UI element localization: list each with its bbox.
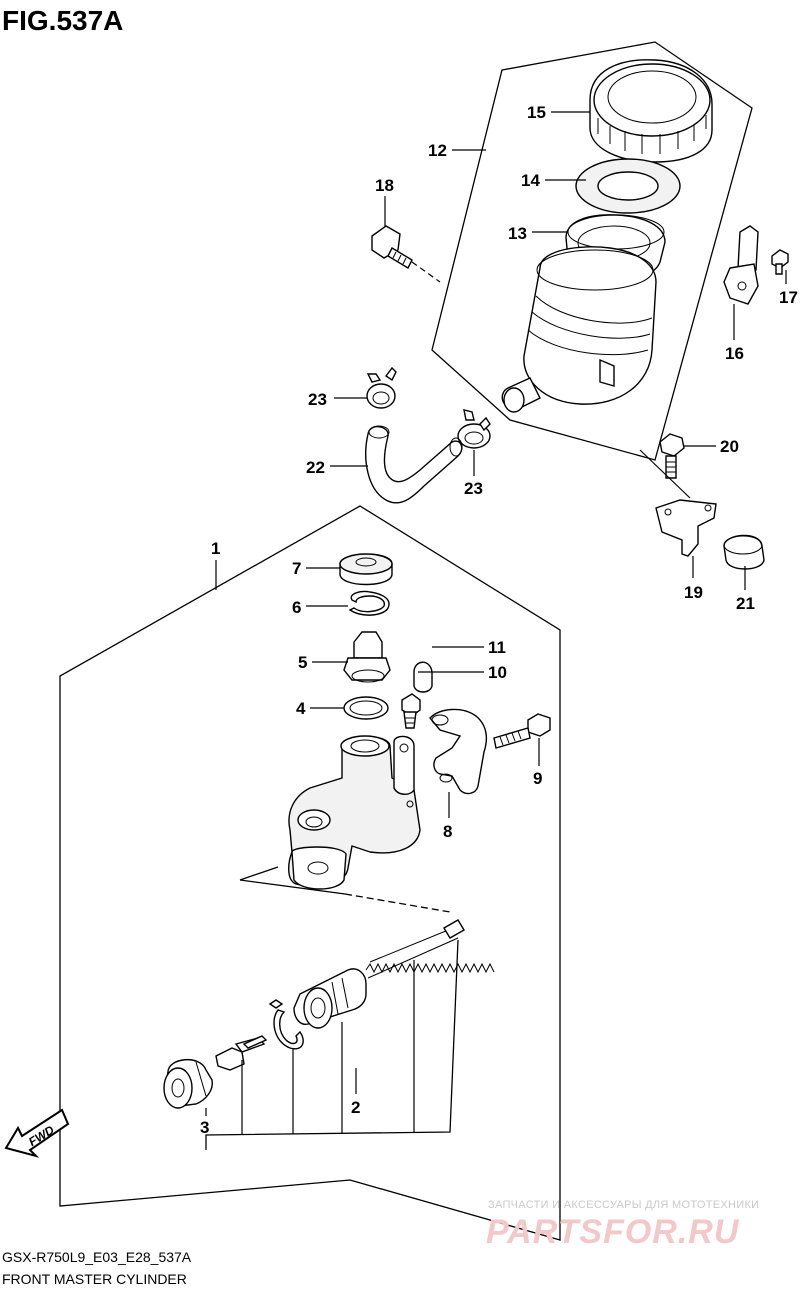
bleeder-valve[interactable] <box>401 693 421 729</box>
hose-clamp-lower[interactable] <box>457 409 491 449</box>
watermark-logo: PARTSFOR.RU <box>486 1213 740 1251</box>
push-rod[interactable] <box>215 1035 268 1071</box>
callout-7: 7 <box>292 559 301 578</box>
dust-seal-cap[interactable] <box>339 553 393 586</box>
callout-11: 11 <box>488 638 506 657</box>
figure-caption: FRONT MASTER CYLINDER <box>2 1271 187 1287</box>
stay-19[interactable] <box>655 499 717 557</box>
box-line-a <box>239 879 346 895</box>
collar-21[interactable] <box>723 534 765 570</box>
bleeder-cap[interactable] <box>413 661 433 693</box>
diaphragm-plate[interactable] <box>575 158 681 214</box>
callout-3: 3 <box>200 1118 209 1137</box>
callout-15: 15 <box>527 103 546 122</box>
reservoir-cap[interactable] <box>589 59 713 163</box>
callout-5: 5 <box>298 653 307 672</box>
callout-18: 18 <box>375 176 394 195</box>
master-cylinder-group-outline <box>59 505 561 1241</box>
screw-18-guide <box>411 261 441 283</box>
callout-14: 14 <box>521 171 540 190</box>
screw-17[interactable] <box>771 249 789 275</box>
callout-2: 2 <box>351 1098 360 1117</box>
callout-17: 17 <box>779 288 798 307</box>
watermark-tagline: ЗАПЧАСТИ И АКСЕССУАРЫ ДЛЯ МОТОТЕХНИКИ <box>488 1199 759 1211</box>
clamp-bolt[interactable] <box>493 713 551 749</box>
bolt-20[interactable] <box>659 433 685 479</box>
callout-19: 19 <box>684 583 703 602</box>
callout-22: 22 <box>306 458 325 477</box>
callout-23-lower: 23 <box>464 479 483 498</box>
callout-4: 4 <box>296 699 306 718</box>
circlip-6[interactable] <box>348 590 390 616</box>
o-ring[interactable] <box>343 696 389 720</box>
callouts: 12 15 14 13 18 17 16 23 22 23 20 19 21 1… <box>200 103 798 1137</box>
handlebar-clamp[interactable] <box>429 708 488 795</box>
piston-spring[interactable] <box>365 919 495 979</box>
callout-13: 13 <box>508 224 527 243</box>
reservoir-body[interactable] <box>501 246 657 413</box>
reservoir-hose[interactable] <box>365 425 463 504</box>
callout-21: 21 <box>736 594 755 613</box>
callout-1: 1 <box>211 539 220 558</box>
callout-9: 9 <box>533 769 542 788</box>
bracket-16[interactable] <box>723 225 759 305</box>
callout-8: 8 <box>443 822 452 841</box>
figure-title: FIG.537A <box>2 5 123 36</box>
callout-23-upper: 23 <box>308 390 327 409</box>
box-line-c <box>344 893 451 913</box>
hose-connector[interactable] <box>343 631 391 683</box>
callout-6: 6 <box>292 598 301 617</box>
screw-18[interactable] <box>371 225 413 269</box>
piston-kit-outline <box>205 939 459 1150</box>
fwd-arrow: FWD <box>4 1108 70 1158</box>
piston[interactable] <box>293 968 367 1029</box>
box-line-b <box>239 866 279 881</box>
callout-20: 20 <box>720 437 739 456</box>
callout-12: 12 <box>428 141 447 160</box>
piston-kit-guides <box>241 960 415 1134</box>
model-code: GSX-R750L9_E03_E28_537A <box>2 1249 192 1265</box>
callout-16: 16 <box>725 344 744 363</box>
stay-19-guide <box>639 449 691 499</box>
dust-boot[interactable] <box>163 1059 213 1109</box>
hose-clamp-upper[interactable] <box>366 366 397 409</box>
master-cylinder-body[interactable] <box>288 735 421 890</box>
piston-circlip[interactable] <box>268 999 304 1050</box>
reservoir-group-outline <box>431 41 753 461</box>
callout-10: 10 <box>488 663 507 682</box>
